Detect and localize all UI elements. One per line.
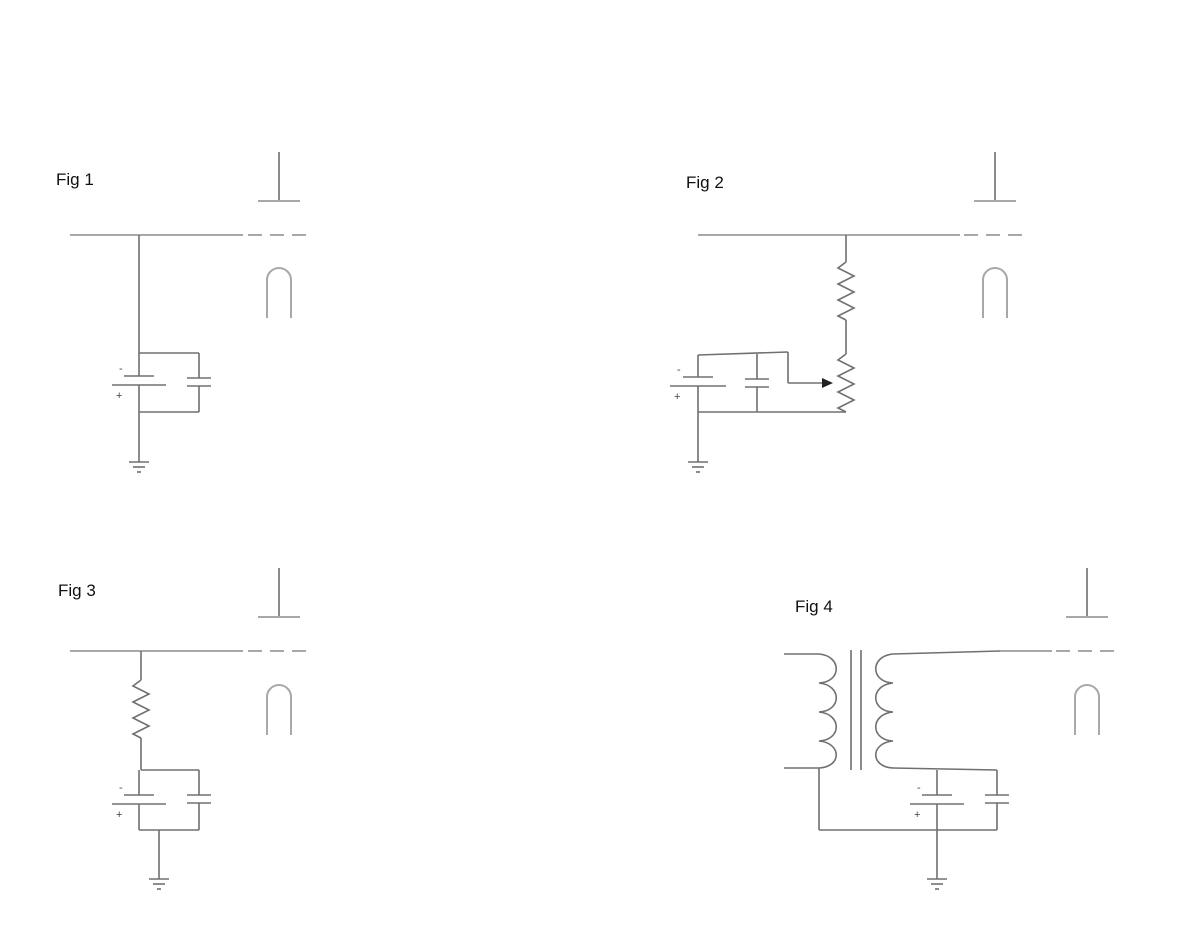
tube-symbol-1 bbox=[70, 152, 306, 318]
ground-icon bbox=[129, 461, 149, 473]
figure-2-label: Fig 2 bbox=[686, 173, 724, 192]
ground-icon bbox=[927, 878, 947, 890]
battery-capacitor-2: - + bbox=[670, 351, 833, 412]
circuit-wire bbox=[982, 267, 1008, 318]
ground-icon bbox=[688, 461, 708, 473]
figure-1-label: Fig 1 bbox=[56, 170, 94, 189]
figure-3-label: Fig 3 bbox=[58, 581, 96, 600]
resistor-icon bbox=[836, 261, 856, 321]
polarity-negative: - bbox=[119, 782, 123, 794]
potentiometer-icon bbox=[836, 353, 856, 413]
polarity-positive: + bbox=[116, 390, 122, 402]
polarity-negative: - bbox=[917, 782, 921, 794]
figure-3: Fig 3 - + bbox=[58, 568, 306, 890]
cathode bbox=[266, 267, 292, 318]
ground-icon bbox=[149, 878, 169, 890]
circuit-wire bbox=[892, 767, 998, 771]
battery-capacitor-3: - + bbox=[112, 769, 211, 831]
tube-symbol-3 bbox=[70, 568, 306, 735]
figure-4-label: Fig 4 bbox=[795, 597, 833, 616]
wiper-arrow-icon bbox=[822, 378, 833, 388]
secondary-winding bbox=[875, 653, 894, 769]
circuit-wire bbox=[1074, 684, 1100, 735]
tube-symbol-2 bbox=[698, 152, 1022, 318]
battery-capacitor-1: - + bbox=[112, 352, 211, 413]
polarity-negative: - bbox=[119, 363, 123, 375]
figure-4: Fig 4 - bbox=[784, 568, 1114, 890]
tube-symbol-4 bbox=[1000, 568, 1114, 735]
circuit-wire bbox=[266, 684, 292, 735]
polarity-positive: + bbox=[674, 391, 680, 403]
polarity-positive: + bbox=[116, 809, 122, 821]
polarity-positive: + bbox=[914, 809, 920, 821]
polarity-negative: - bbox=[677, 364, 681, 376]
circuit-wire bbox=[697, 351, 789, 356]
secondary-top-lead bbox=[892, 650, 1001, 655]
figure-1: Fig 1 - + bbox=[56, 152, 306, 473]
battery-capacitor-4: - + bbox=[892, 767, 1009, 830]
figure-2: Fig 2 - + bbox=[670, 152, 1022, 473]
transformer-icon bbox=[784, 650, 1001, 770]
primary-winding bbox=[818, 653, 837, 769]
resistor-icon bbox=[131, 679, 151, 739]
